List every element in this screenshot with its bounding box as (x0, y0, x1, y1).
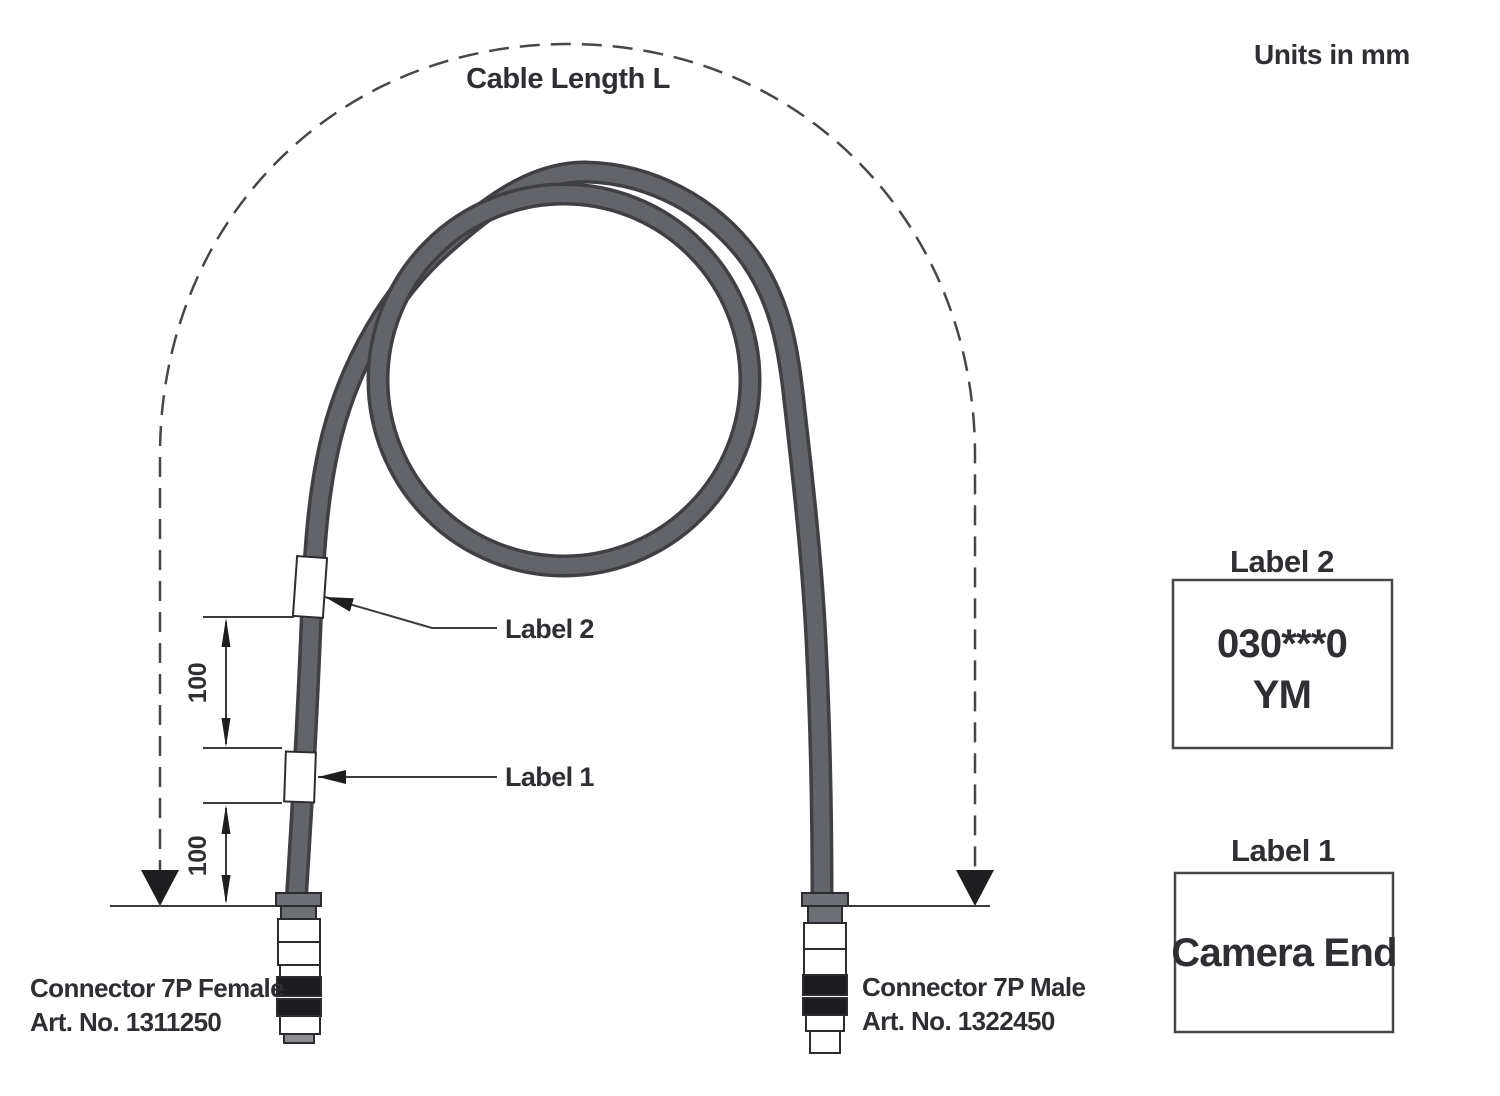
label2-heading: Label 2 (1230, 544, 1334, 579)
dim-arrow-up-icon (221, 618, 231, 647)
connector-body (277, 941, 321, 966)
cable (284, 160, 834, 904)
dimension-lower: 100 (184, 805, 231, 904)
label1-box (1173, 871, 1395, 1034)
cable-loop (370, 186, 758, 574)
connector-nub (809, 1030, 841, 1054)
connector-boot-rim (801, 892, 849, 907)
leader-arrow-icon (318, 770, 346, 784)
label2-sample: Label 2 030***0 YM (1171, 544, 1394, 750)
label2-code: 030***0 (1217, 622, 1347, 666)
male-connector-title: Connector 7P Male (862, 972, 1086, 1002)
callout-label2: Label 2 (324, 596, 594, 644)
connector-tip (283, 1033, 315, 1044)
label1-text: Camera End (1171, 931, 1396, 975)
connector-body (803, 948, 847, 976)
leader-line (324, 596, 497, 629)
cable-tail (288, 163, 830, 904)
female-connector-art-no: Art. No. 1311250 (30, 1007, 221, 1037)
connector-body (805, 1014, 845, 1032)
label1-heading: Label 1 (1231, 833, 1335, 868)
cable-length-arrow-left-icon (141, 870, 179, 906)
callout-label2-text: Label 2 (505, 614, 594, 644)
connector-male (801, 892, 849, 1054)
dimension-upper: 100 (184, 618, 231, 747)
connector-body (279, 1015, 321, 1035)
callout-label1-text: Label 1 (505, 762, 594, 792)
leader-arrow-icon (325, 597, 354, 612)
female-connector-title: Connector 7P Female (30, 973, 284, 1003)
connector-boot (280, 905, 317, 920)
connector-female (275, 892, 322, 1044)
connector-knurl-band (802, 974, 848, 996)
cable-length-arrow-right-icon (956, 870, 994, 906)
dim-value-lower: 100 (184, 836, 212, 877)
label2-band (291, 554, 329, 620)
dim-value-upper: 100 (184, 663, 212, 704)
male-connector-art-no: Art. No. 1322450 (862, 1006, 1055, 1036)
cable-length-label: Cable Length L (466, 63, 670, 95)
connector-boot-rim (275, 892, 322, 907)
label2-suffix: YM (1253, 673, 1311, 717)
units-note: Units in mm (1254, 39, 1410, 70)
connector-body (277, 918, 321, 943)
cable-length-arc (158, 42, 977, 880)
connector-knurl-band (802, 997, 848, 1016)
connector-body (279, 964, 321, 978)
dim-arrow-up-icon (221, 805, 231, 834)
label2-box (1171, 578, 1394, 750)
label1-sample: Label 1 Camera End (1171, 833, 1398, 1034)
dim-arrow-down-icon (221, 875, 231, 904)
connector-knurl-band (276, 976, 322, 997)
connector-boot (807, 905, 843, 924)
connector-body (803, 922, 847, 950)
label1-band (283, 750, 317, 804)
callout-label1: Label 1 (318, 762, 595, 792)
dim-arrow-down-icon (221, 718, 231, 747)
cable-tail-outline (284, 160, 834, 904)
